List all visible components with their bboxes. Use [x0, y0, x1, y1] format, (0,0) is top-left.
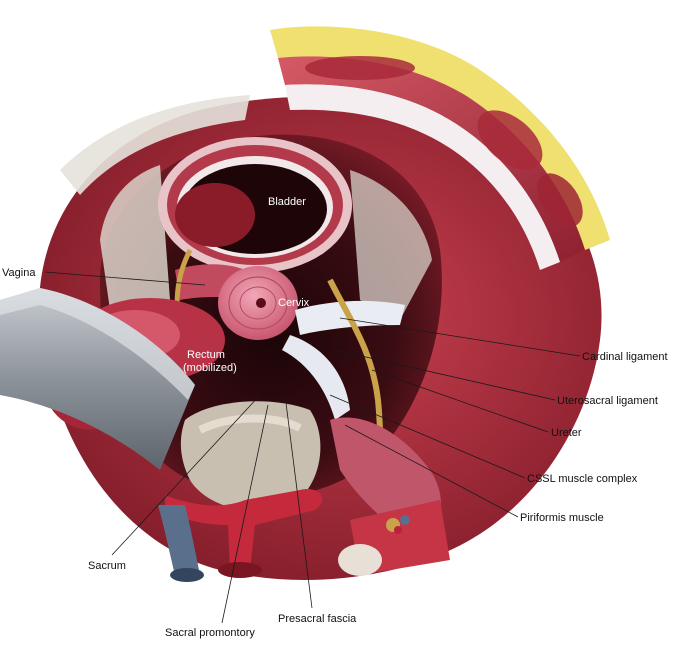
leader-uterosacral-ligament: [334, 349, 556, 401]
leader-ureter: [371, 369, 549, 433]
uterosacral-ligament: [282, 335, 350, 420]
label-presacral-fascia: Presacral fascia: [278, 613, 357, 625]
label-piriformis-muscle: Piriformis muscle: [520, 512, 604, 524]
leader-vagina: [44, 271, 206, 286]
label-rectum-mobilized: (mobilized): [183, 362, 237, 374]
label-cervix: Cervix: [278, 297, 310, 309]
retractor-blade: [0, 288, 195, 470]
label-cssl-muscle-complex: CSSL muscle complex: [527, 473, 638, 485]
cervix: [218, 266, 298, 340]
transected-external-iliac: [338, 500, 450, 576]
label-vagina: Vagina: [2, 267, 36, 279]
bladder: [158, 137, 352, 273]
leader-presacral-fascia: [284, 394, 313, 609]
label-sacrum: Sacrum: [88, 560, 126, 572]
leader-sacral-promontory: [221, 404, 269, 624]
iliac-vessels: [158, 489, 323, 582]
label-ureter: Ureter: [551, 427, 582, 439]
label-rectum: Rectum: [187, 349, 225, 361]
label-bladder: Bladder: [268, 196, 306, 208]
label-cardinal-ligament: Cardinal ligament: [582, 351, 668, 363]
pelvic-sidewall-right: [350, 170, 432, 320]
leader-sacrum: [111, 394, 261, 556]
leader-cssl-muscle-complex: [329, 394, 526, 479]
leader-piriformis-muscle: [344, 424, 519, 518]
label-uterosacral-ligament: Uterosacral ligament: [557, 395, 658, 407]
label-sacral-promontory: Sacral promontory: [165, 627, 255, 639]
leader-cardinal-ligament: [339, 317, 581, 357]
peritoneal-fold-left: [60, 95, 250, 195]
abdominal-wall: [270, 26, 610, 270]
pelvic-sidewall-left: [100, 165, 170, 310]
sacrum-region: [180, 401, 321, 511]
